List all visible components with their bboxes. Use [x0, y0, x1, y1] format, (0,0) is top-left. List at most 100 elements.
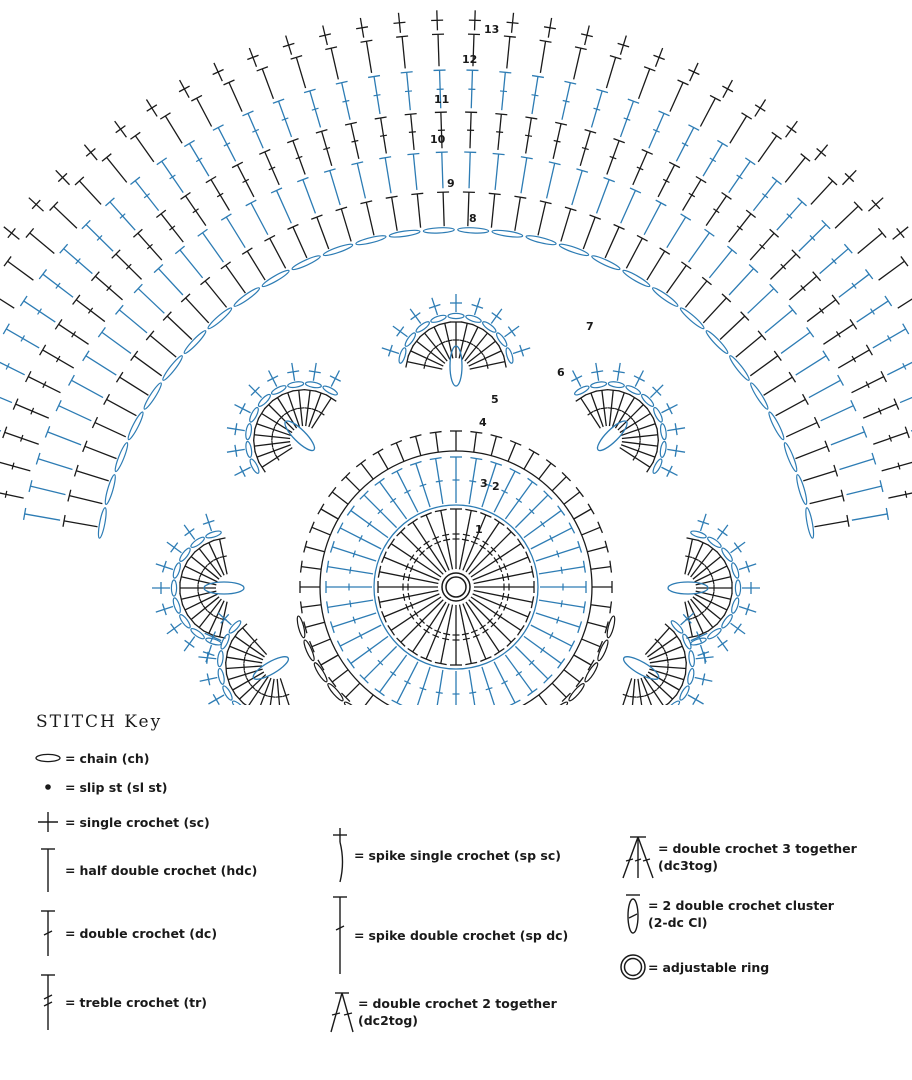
hdc-stitch	[85, 355, 117, 376]
round-label-11: 11	[434, 93, 449, 106]
stitch-top-bar	[488, 192, 501, 196]
round-label-6: 6	[557, 366, 565, 379]
hdc-stitch	[119, 376, 149, 396]
stitch-top-bar	[604, 540, 609, 553]
hdc-stitch	[851, 513, 888, 521]
chain-icon	[35, 753, 61, 763]
hdc-stitch	[228, 82, 243, 112]
hdc-stitch	[581, 638, 601, 648]
stitch-top-bar	[256, 66, 269, 72]
stitch-mark	[207, 610, 214, 616]
sc-bar	[703, 651, 706, 664]
sc-bar	[250, 386, 260, 396]
chain-stitch	[296, 615, 306, 639]
stitch-top-bar	[225, 673, 231, 686]
stitch-top-bar	[419, 328, 430, 338]
stitch-mark	[358, 632, 363, 639]
stitch-mark	[780, 263, 787, 270]
stitch-mark	[501, 574, 505, 582]
stitch-mark	[638, 433, 641, 441]
stitch-top-bar	[429, 430, 442, 434]
stitch-mark	[708, 570, 713, 578]
stitch-mark	[271, 440, 274, 448]
chain-stitch	[796, 474, 808, 506]
chain-stitch	[162, 355, 183, 381]
stitch-mark	[461, 538, 469, 542]
stitch-mark	[549, 632, 554, 639]
chain-stitch	[217, 667, 225, 685]
chain-stitch	[574, 385, 590, 396]
hdc-stitch	[878, 260, 905, 281]
stitch-mark	[688, 192, 696, 198]
stitch-mark	[407, 574, 411, 582]
sc-bar	[170, 542, 179, 553]
hdc-stitch	[305, 621, 325, 629]
hdc-stitch	[520, 157, 528, 194]
stitch-mark	[207, 560, 214, 566]
hdc-stitch	[416, 193, 422, 228]
key-label-cluster: 2 double crochet cluster	[662, 898, 834, 913]
key-label-dc: double crochet (dc)	[79, 925, 218, 941]
hdc-stitch	[538, 694, 548, 705]
key-adjustable-ring: =adjustable ring	[618, 952, 769, 982]
stitch-mark	[434, 629, 442, 634]
stitch-top-bar	[434, 508, 447, 513]
stitch-top-bar	[229, 684, 237, 696]
stitch-top-bar	[381, 611, 387, 623]
stitch-top-bar	[652, 417, 658, 430]
stitch-mark	[663, 649, 668, 657]
stitch-mark	[831, 258, 837, 265]
hdc-stitch	[225, 216, 246, 249]
stitch-mark	[252, 128, 260, 133]
stitch-mark	[528, 659, 535, 666]
stitch-top-bar	[68, 374, 75, 386]
stitch-top-bar	[303, 540, 308, 553]
stitch-top-bar	[827, 176, 838, 186]
chain-stitch	[659, 440, 667, 458]
stitch-top-bar	[609, 560, 613, 573]
stitch-mark	[627, 414, 634, 421]
stitch-top-bar	[252, 440, 256, 453]
chain-stitch	[343, 701, 363, 705]
hdc-stitch	[302, 179, 317, 214]
stitch-mark	[5, 362, 10, 370]
sc-bar	[543, 26, 556, 30]
sc-bar	[170, 623, 179, 634]
hdc-stitch	[780, 331, 811, 354]
hdc-stitch	[563, 669, 581, 683]
stitch-top-bar	[225, 662, 228, 675]
hdc-stitch	[605, 57, 617, 89]
stitch-mark	[405, 603, 409, 611]
stitch-top-bar	[728, 593, 733, 606]
sc-bar	[202, 651, 215, 657]
hdc-stitch	[58, 405, 92, 422]
chain-stitch	[114, 442, 129, 473]
stitch-top-bar	[132, 228, 143, 238]
stitch-mark	[402, 573, 406, 581]
stitch-mark	[472, 634, 480, 638]
equals-sign: =	[65, 779, 76, 795]
hdc-stitch	[573, 508, 592, 520]
hdc-stitch	[581, 526, 601, 536]
stitch-mark	[71, 331, 77, 338]
stitch-top-bar	[723, 560, 731, 572]
stitch-top-bar	[797, 197, 807, 207]
stitch-mark	[499, 90, 508, 93]
stitch-mark	[283, 410, 291, 416]
chain-stitch	[415, 321, 430, 333]
stitch-top-bar	[465, 661, 478, 666]
stitch-mark	[652, 128, 660, 133]
stitch-top-bar	[589, 214, 602, 220]
sc-bar	[184, 639, 195, 648]
stitch-top-bar	[470, 430, 483, 434]
hdc-stitch	[719, 315, 746, 340]
dc-stitch	[622, 678, 633, 705]
chain-stitch	[327, 683, 344, 702]
stitch-mark	[254, 689, 262, 694]
dc-stitch	[881, 461, 912, 472]
sc-bar	[674, 444, 678, 457]
stitch-mark	[389, 671, 397, 677]
stitch-top-bar	[374, 477, 385, 486]
chain-stitch	[505, 347, 514, 364]
stitch-mark	[272, 426, 276, 434]
